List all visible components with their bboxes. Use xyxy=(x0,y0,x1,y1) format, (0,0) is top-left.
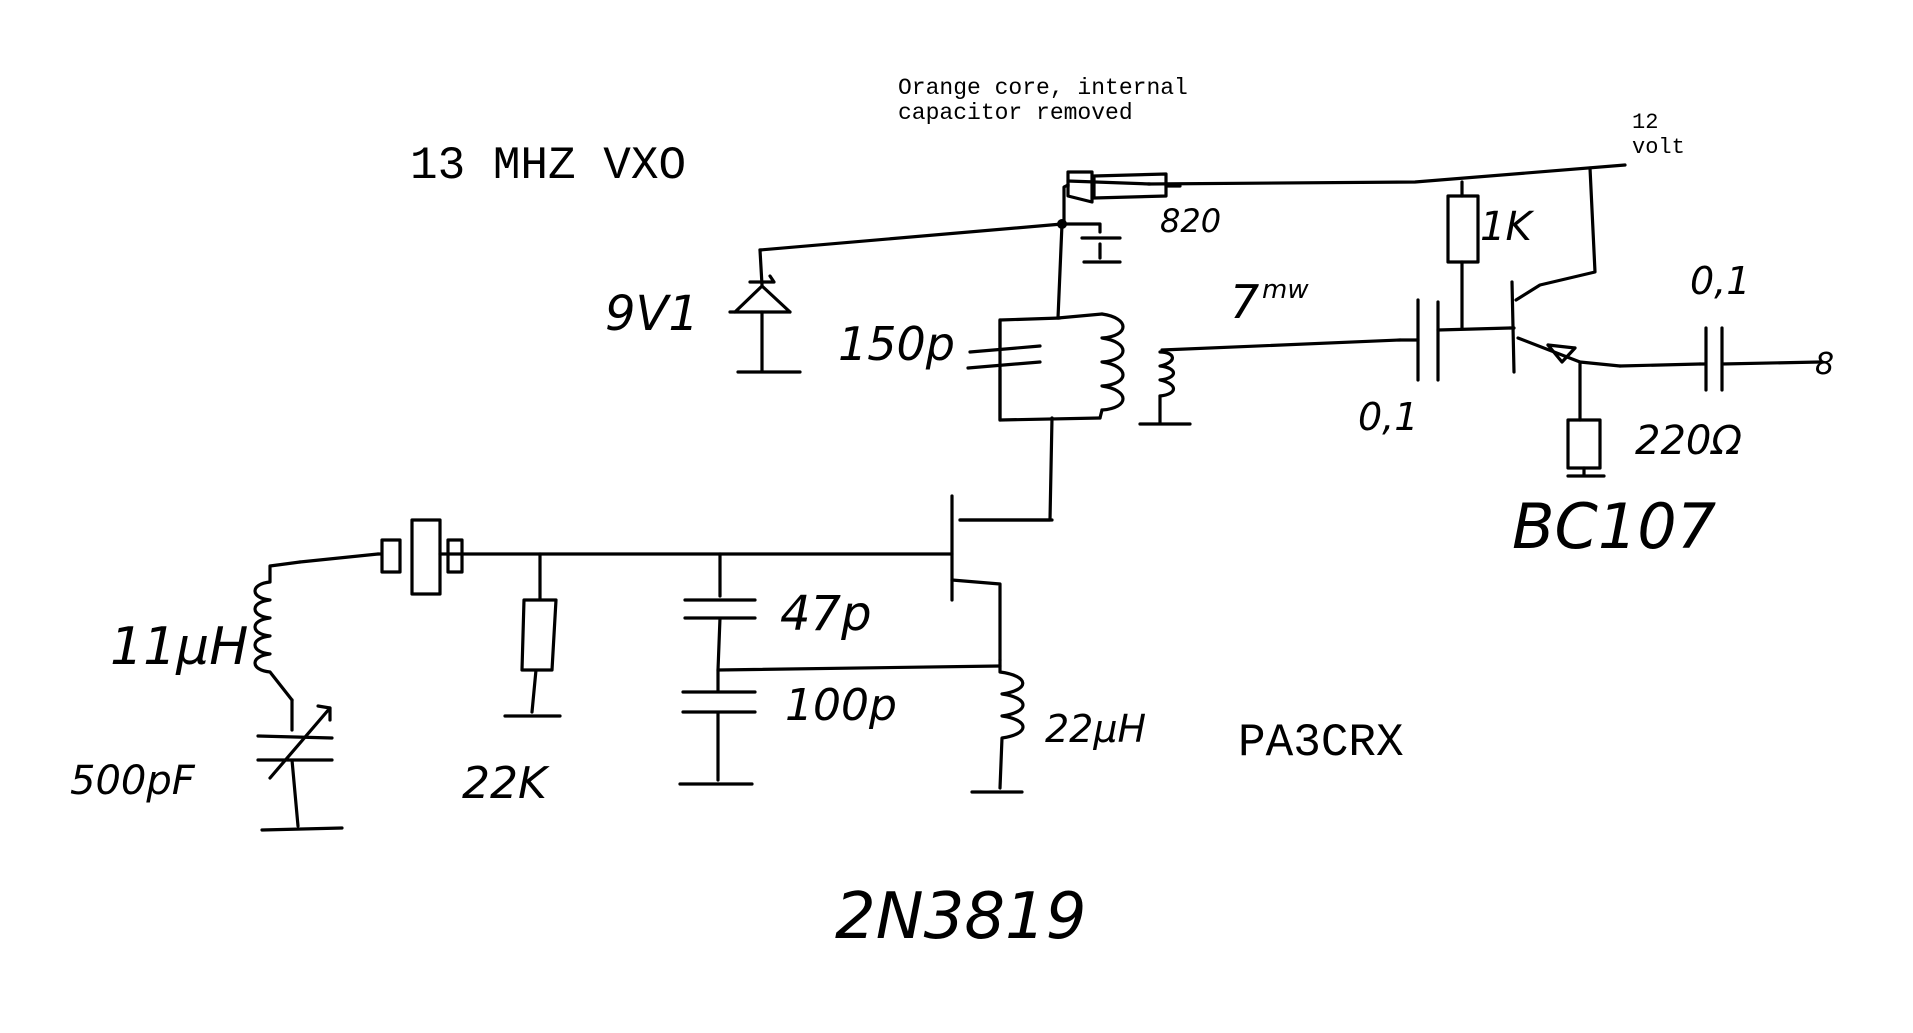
note-line-1: Orange core, internal xyxy=(898,75,1188,101)
decoupling-capacitor xyxy=(1060,222,1122,264)
inductor-22uh xyxy=(970,658,1025,794)
label-coupling-cap: 0,1 xyxy=(1358,395,1418,439)
inductor-11uh xyxy=(253,560,302,702)
wire-node-tank xyxy=(1056,222,1064,320)
coupling-capacitor xyxy=(1398,298,1512,382)
capacitor-divider xyxy=(678,552,1002,786)
output-capacitor xyxy=(1698,326,1822,392)
schematic-title: 13 MHZ VXO xyxy=(410,140,686,192)
supply-label-volt: volt xyxy=(1632,135,1685,160)
supply-label-12: 12 xyxy=(1632,110,1658,135)
trimmer-capacitor-500pf xyxy=(256,698,344,832)
resistor-22k xyxy=(503,552,562,718)
label-power: 7 xyxy=(1230,275,1259,329)
note-line-2: capacitor removed xyxy=(898,100,1133,126)
crystal xyxy=(298,518,464,596)
label-fet: 2N3819 xyxy=(835,880,1086,954)
resistor-820 xyxy=(1062,170,1182,227)
label-output-pin: 8 xyxy=(1815,347,1834,382)
label-220: 220Ω xyxy=(1635,418,1742,464)
tank-circuit xyxy=(966,312,1402,426)
fet-2n3819 xyxy=(438,494,1054,662)
label-output-cap: 0,1 xyxy=(1690,259,1750,303)
label-bc107: BC107 xyxy=(1512,490,1716,563)
label-820: 820 xyxy=(1160,202,1221,240)
zener-diode xyxy=(728,248,802,374)
label-100p: 100p xyxy=(785,680,897,731)
label-500pf: 500pF xyxy=(70,758,196,804)
label-power-unit: mw xyxy=(1262,275,1309,305)
wire-tank-drain xyxy=(958,416,1054,522)
resistor-1k xyxy=(1446,180,1480,330)
label-22k: 22K xyxy=(462,758,550,809)
supply-rail xyxy=(1066,163,1627,186)
bjt-bc107 xyxy=(1508,166,1702,422)
author-callsign: PA3CRX xyxy=(1238,717,1404,769)
wire-zener-supply xyxy=(758,222,1064,252)
label-150p: 150p xyxy=(838,317,955,371)
resistor-220 xyxy=(1566,418,1606,478)
label-zener: 9V1 xyxy=(605,286,699,342)
label-1k: 1K xyxy=(1480,204,1534,250)
label-22uh: 22μH xyxy=(1045,707,1146,751)
label-11uh: 11μH xyxy=(110,617,248,677)
label-47p: 47p xyxy=(780,586,872,642)
